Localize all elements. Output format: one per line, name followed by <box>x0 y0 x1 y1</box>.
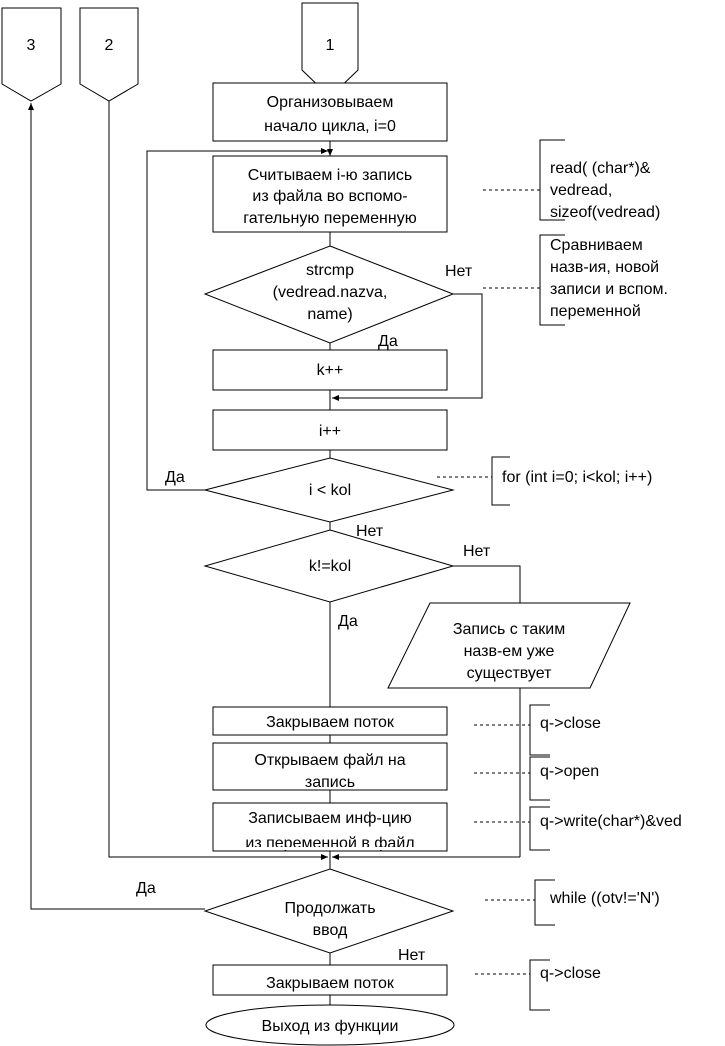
strcmp-decision: strcmp(vedread.nazva,name) <box>203 245 455 344</box>
svg-text:q->close: q->close <box>540 965 601 982</box>
svg-text:q->write(char*)&ved: q->write(char*)&ved <box>540 813 682 830</box>
yes-label: Да <box>165 469 185 486</box>
svg-text:strcmp(vedread.nazva,name): strcmp(vedread.nazva,name) <box>273 262 388 323</box>
i-increment-block: i++ <box>212 409 448 451</box>
svg-text:while ((otv!='N'): while ((otv!='N') <box>549 890 660 907</box>
no-label: Нет <box>445 263 473 280</box>
comment-close1: q->close <box>474 704 601 756</box>
no-label: Нет <box>356 523 384 540</box>
no-label: Нет <box>398 947 426 964</box>
flow-lines <box>28 83 521 1005</box>
yes-label: Да <box>338 613 358 630</box>
comment-write: q->write(char*)&ved <box>474 806 682 851</box>
svg-text:Закрываем поток: Закрываем поток <box>266 714 395 731</box>
svg-text:k!=kol: k!=kol <box>309 558 351 575</box>
svg-text:1: 1 <box>326 37 335 54</box>
svg-text:3: 3 <box>27 37 36 54</box>
svg-text:for (int i=0; i<kol; i++): for (int i=0; i<kol; i++) <box>502 469 652 486</box>
connector-3: 3 <box>1 7 62 102</box>
svg-text:i < kol: i < kol <box>309 482 351 499</box>
comment-read: read( (char*)&vedread,sizeof(vedread) <box>483 139 660 221</box>
yes-label: Да <box>136 880 156 897</box>
svg-text:read( (char*)&vedread,sizeof(v: read( (char*)&vedread,sizeof(vedread) <box>550 160 660 221</box>
no-label: Нет <box>463 543 491 560</box>
svg-text:Выход из функции: Выход из функции <box>262 1018 399 1035</box>
comment-while: while ((otv!='N') <box>485 879 660 926</box>
close-stream-block-2: Закрываем поток <box>212 964 448 996</box>
k-increment-block: k++ <box>212 349 448 391</box>
close-stream-block: Закрываем поток <box>212 706 448 736</box>
k-neq-kol-decision: k!=kol <box>203 529 455 603</box>
i-lt-kol-decision: i < kol <box>204 457 455 523</box>
comment-for: for (int i=0; i<kol; i++) <box>437 456 652 506</box>
svg-text:k++: k++ <box>317 362 344 379</box>
svg-text:2: 2 <box>105 37 114 54</box>
comment-close2: q->close <box>475 959 601 1011</box>
comment-open: q->open <box>474 756 599 801</box>
connector-2: 2 <box>79 7 139 102</box>
svg-text:q->open: q->open <box>540 763 599 780</box>
exit-terminator: Выход из функции <box>205 1004 455 1046</box>
svg-text:i++: i++ <box>319 423 341 440</box>
svg-text:Закрываем поток: Закрываем поток <box>266 975 395 992</box>
svg-text:q->close: q->close <box>540 715 601 732</box>
yes-label: Да <box>378 333 398 350</box>
